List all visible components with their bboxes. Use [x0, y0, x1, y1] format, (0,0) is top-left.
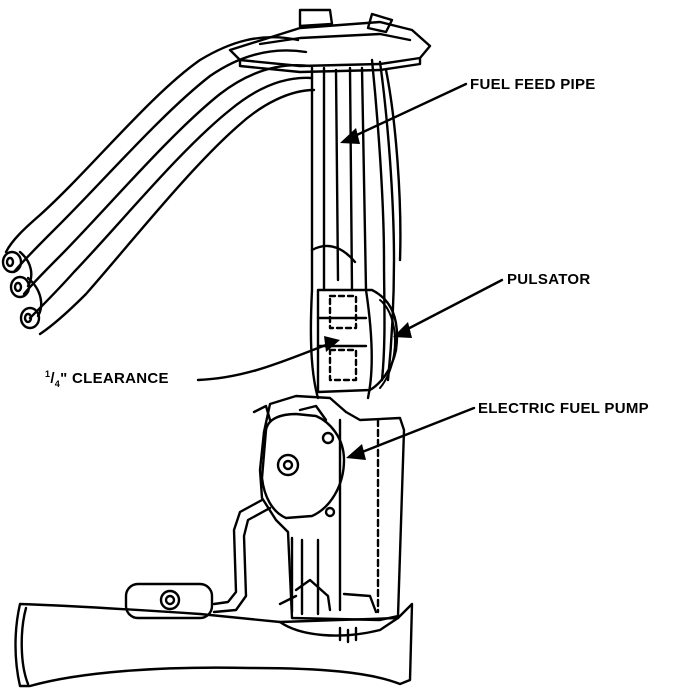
fuel-feed-pipe [309, 58, 402, 400]
fuel-feed-pipe-label: FUEL FEED PIPE [470, 76, 596, 93]
arrowhead-clearance [324, 336, 340, 352]
leader-electric-fuel-pump [350, 406, 476, 458]
leader-clearance [196, 340, 336, 382]
clearance-denominator: 4 [54, 379, 61, 389]
leader-arrowheads [324, 128, 412, 460]
electric-fuel-pump-label: ELECTRIC FUEL PUMP [478, 400, 649, 417]
clearance-label: 1/4" CLEARANCE [45, 369, 169, 389]
clearance-numerator: 1 [45, 369, 51, 379]
electric-fuel-pump [212, 394, 406, 622]
clearance-text: " CLEARANCE [60, 370, 169, 387]
leader-lines [196, 82, 504, 458]
leader-pulsator [396, 278, 504, 336]
fuel-hoses [1, 36, 316, 336]
arrowhead-pulsator [393, 322, 412, 338]
arrowhead-fuel-feed-pipe [340, 128, 360, 144]
sender-cap [228, 8, 432, 74]
fuel-strainer [14, 582, 414, 688]
leader-fuel-feed-pipe [344, 82, 468, 142]
pulsator-label: PULSATOR [507, 271, 591, 288]
arrowhead-electric-fuel-pump [346, 444, 366, 460]
